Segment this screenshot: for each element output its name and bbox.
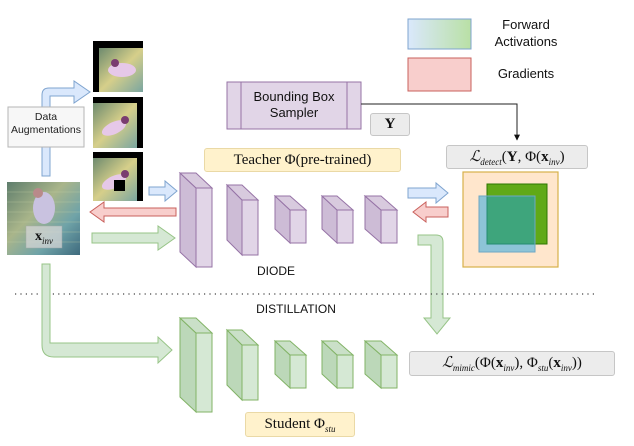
bbox-sampler-label: Bounding Box Sampler bbox=[253, 89, 335, 120]
legend-forward-swatch bbox=[407, 18, 472, 50]
gradient-arrow-from-detect bbox=[412, 200, 449, 224]
bbox-sampler-box bbox=[226, 81, 362, 130]
detect-loss-tag: ℒdetect(Y, Φ(xinv) bbox=[446, 145, 588, 169]
y-label-tag: Y bbox=[370, 113, 410, 136]
teacher-layer-2 bbox=[225, 183, 260, 257]
sampler-to-loss-connector bbox=[361, 103, 520, 141]
teacher-layer-1 bbox=[178, 171, 214, 269]
student-layer-1 bbox=[178, 316, 214, 414]
student-layer-3 bbox=[273, 339, 308, 390]
forward-green-arrow-to-mimic bbox=[417, 234, 452, 335]
legend-gradient-label: Gradients bbox=[497, 66, 555, 81]
distillation-label: DISTILLATION bbox=[256, 302, 336, 316]
mimic-loss-tag: ℒmimic(Φ(xinv), Φstu(xinv)) bbox=[409, 351, 615, 376]
detection-visualization bbox=[462, 171, 559, 268]
student-layer-2 bbox=[225, 328, 260, 402]
forward-green-arrow-student-in bbox=[41, 263, 173, 365]
forward-green-arrow-teacher-in bbox=[91, 225, 176, 251]
gradient-arrow-to-input bbox=[89, 201, 177, 223]
augmented-image-3 bbox=[93, 152, 143, 201]
student-layer-5 bbox=[363, 339, 399, 390]
input-image-label: xinv bbox=[35, 229, 53, 246]
student-layer-4 bbox=[320, 339, 355, 390]
augmented-image-2 bbox=[93, 97, 143, 148]
forward-arrow-teacher-in bbox=[148, 179, 178, 203]
teacher-network bbox=[178, 171, 399, 269]
teacher-layer-3 bbox=[273, 194, 308, 245]
data-augmentations-label: Data Augmentations bbox=[10, 111, 82, 136]
augmentation-arrow bbox=[41, 80, 91, 177]
teacher-label-tag: Teacher Φ(pre-trained) bbox=[204, 148, 401, 172]
student-network bbox=[178, 316, 399, 414]
teacher-layer-5 bbox=[363, 194, 399, 245]
teacher-layer-4 bbox=[320, 194, 355, 245]
diode-label: DIODE bbox=[256, 264, 295, 278]
student-label-tag: Student Φstu bbox=[245, 412, 355, 437]
forward-arrow-to-detect bbox=[407, 181, 449, 205]
data-augmentations-box bbox=[7, 106, 85, 148]
input-image bbox=[7, 182, 80, 255]
legend-gradient-swatch bbox=[407, 57, 472, 92]
augmented-image-1 bbox=[93, 41, 143, 92]
legend-forward-label: Forward Activations bbox=[494, 17, 558, 49]
